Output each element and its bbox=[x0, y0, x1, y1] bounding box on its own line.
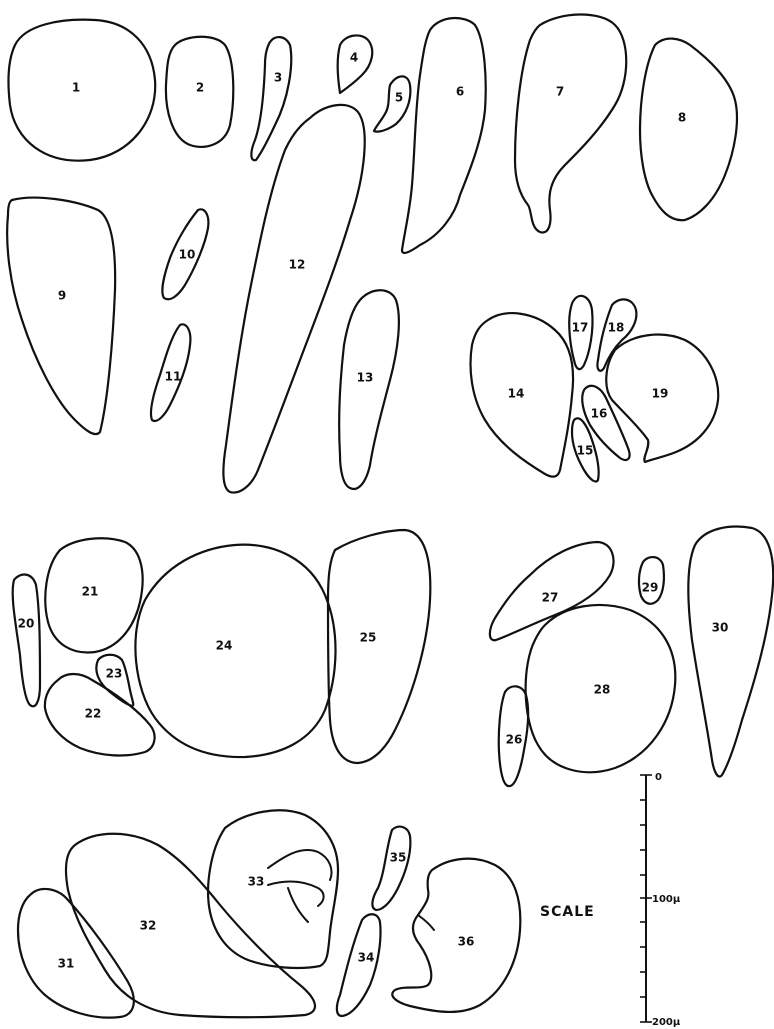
cell-outline-31 bbox=[18, 889, 134, 1018]
cell-label-27: 27 bbox=[542, 591, 559, 605]
cell-label-35: 35 bbox=[390, 851, 407, 865]
cell-label-25: 25 bbox=[360, 631, 377, 645]
cell-outline-1 bbox=[8, 20, 155, 161]
cell-outline-13 bbox=[339, 290, 399, 489]
cell-label-10: 10 bbox=[179, 248, 196, 262]
cell-outline-8 bbox=[640, 39, 737, 221]
cell-label-12: 12 bbox=[289, 258, 306, 272]
cell-label-33: 33 bbox=[248, 875, 265, 889]
cell-label-2: 2 bbox=[196, 81, 204, 95]
cell-outline-3 bbox=[251, 37, 291, 160]
cell-outline-34 bbox=[337, 914, 381, 1016]
cell-label-34: 34 bbox=[358, 951, 375, 965]
cell-outline-25 bbox=[328, 530, 430, 763]
cell-label-13: 13 bbox=[357, 371, 374, 385]
cell-label-30: 30 bbox=[712, 621, 729, 635]
cell-label-17: 17 bbox=[572, 321, 589, 335]
scale-bar: 0 100µ 200µ bbox=[640, 772, 681, 1028]
cell-label-36: 36 bbox=[458, 935, 475, 949]
cell-label-5: 5 bbox=[395, 91, 403, 105]
cell-outline-18 bbox=[597, 299, 636, 370]
cell-label-7: 7 bbox=[556, 85, 564, 99]
scale-label-0: 0 bbox=[655, 772, 662, 783]
cell-outline-30 bbox=[688, 527, 773, 777]
cell-label-24: 24 bbox=[216, 639, 233, 653]
cell-label-19: 19 bbox=[652, 387, 669, 401]
cell-33-inner-fold bbox=[268, 850, 332, 922]
cell-label-23: 23 bbox=[106, 667, 123, 681]
cell-label-29: 29 bbox=[642, 581, 659, 595]
cell-label-31: 31 bbox=[58, 957, 75, 971]
cell-label-6: 6 bbox=[456, 85, 464, 99]
cell-label-3: 3 bbox=[274, 71, 282, 85]
cell-label-16: 16 bbox=[591, 407, 608, 421]
cell-label-20: 20 bbox=[18, 617, 35, 631]
cell-label-11: 11 bbox=[165, 370, 182, 384]
cell-outline-12 bbox=[223, 105, 364, 493]
cell-outline-5 bbox=[374, 76, 410, 131]
cell-outline-36 bbox=[392, 859, 520, 1012]
cell-label-28: 28 bbox=[594, 683, 611, 697]
cell-label-32: 32 bbox=[140, 919, 157, 933]
cell-label-1: 1 bbox=[72, 81, 80, 95]
scale-label-200: 200µ bbox=[652, 1017, 681, 1028]
cell-label-26: 26 bbox=[506, 733, 523, 747]
cell-label-18: 18 bbox=[608, 321, 625, 335]
cell-label-15: 15 bbox=[577, 444, 594, 458]
cell-outline-7 bbox=[515, 14, 626, 232]
cell-outline-20 bbox=[13, 575, 40, 707]
scale-title: SCALE bbox=[540, 904, 595, 920]
cell-label-8: 8 bbox=[678, 111, 686, 125]
cell-label-4: 4 bbox=[350, 51, 358, 65]
cell-outline-24 bbox=[135, 545, 335, 757]
cell-label-14: 14 bbox=[508, 387, 525, 401]
cell-label-21: 21 bbox=[82, 585, 99, 599]
cell-outline-9 bbox=[7, 198, 115, 434]
cell-label-22: 22 bbox=[85, 707, 102, 721]
cell-outline-6 bbox=[402, 18, 486, 253]
cell-36-inner-fold bbox=[418, 915, 434, 930]
cell-label-9: 9 bbox=[58, 289, 66, 303]
cell-outline-35 bbox=[372, 827, 410, 910]
scale-label-100: 100µ bbox=[652, 894, 681, 905]
